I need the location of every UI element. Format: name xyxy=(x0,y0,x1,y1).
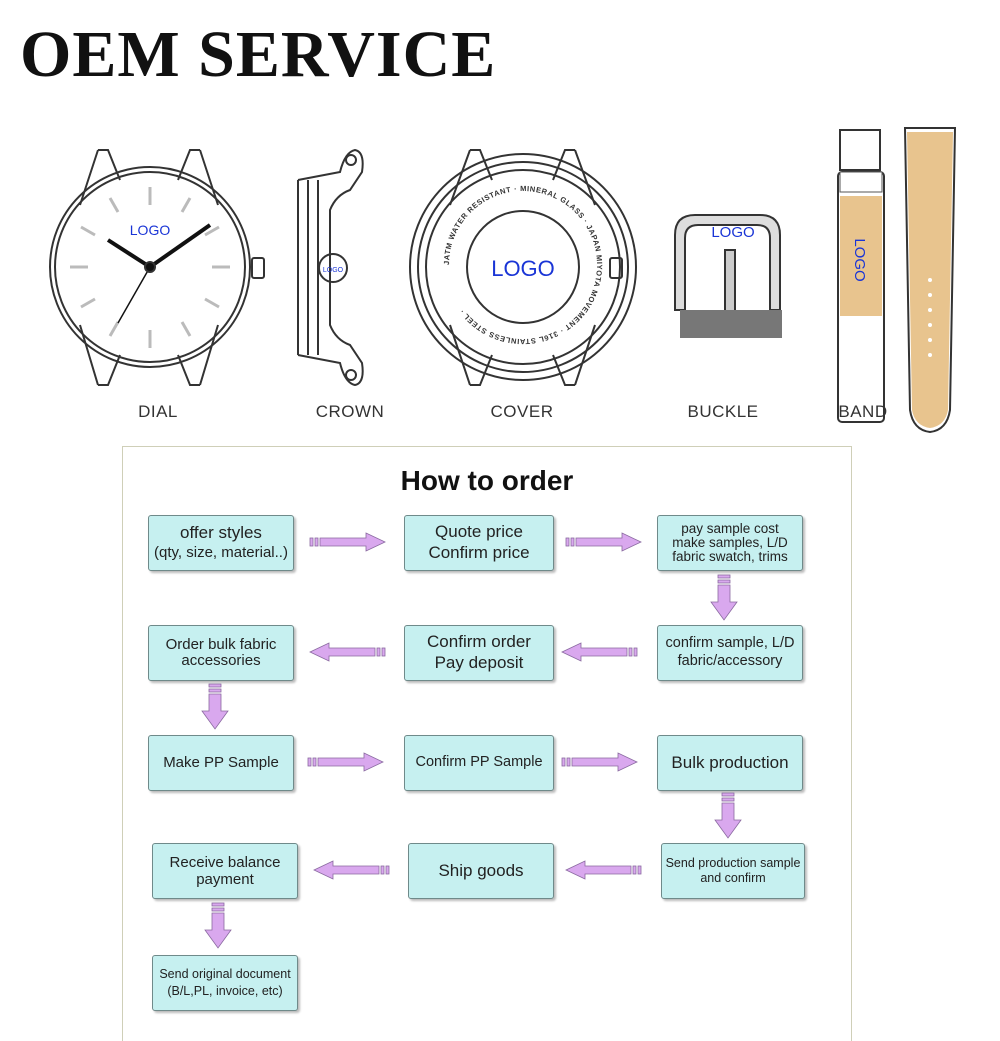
step-text: Bulk production xyxy=(671,752,789,772)
arrow-right-icon xyxy=(565,532,642,552)
step-text: Send production sample xyxy=(665,855,801,870)
arrow-down-icon xyxy=(204,902,232,949)
arrow-down-icon xyxy=(201,683,229,730)
part-label-band: BAND xyxy=(838,402,888,421)
how-to-order-panel: How to order offer styles(qty, size, mat… xyxy=(122,446,852,1041)
step-text: accessories xyxy=(181,652,261,669)
part-label-crown: CROWN xyxy=(315,402,385,421)
crown-logo-text: LOGO xyxy=(323,267,344,274)
watch-parts-illustration: LOGO LOGO LOGO LOGO LOGO JATM WATER RESI… xyxy=(49,127,957,434)
step-confirm-pp-sample: Confirm PP Sample xyxy=(404,735,554,791)
arrow-left-icon xyxy=(309,642,386,662)
step-text: Confirm order xyxy=(427,632,531,652)
step-send-original-document: Send original document (B/L,PL, invoice, … xyxy=(152,955,298,1011)
step-text: fabric swatch, trims xyxy=(672,549,788,565)
arrow-right-icon xyxy=(307,752,384,772)
arrow-left-icon xyxy=(561,642,638,662)
dial-watch-icon xyxy=(49,149,265,386)
step-text: (qty, size, material..) xyxy=(154,544,288,562)
arrow-right-icon xyxy=(561,752,638,772)
step-text: Receive balance xyxy=(169,853,281,871)
part-label-dial: DIAL xyxy=(138,402,178,421)
step-text: Confirm price xyxy=(428,543,530,562)
band-logo-text: LOGO xyxy=(851,238,868,281)
arrow-down-icon xyxy=(714,792,742,839)
step-text: Pay deposit xyxy=(434,653,524,672)
part-label-buckle: BUCKLE xyxy=(687,402,759,421)
step-text: Ship goods xyxy=(438,860,524,880)
arrow-down-icon xyxy=(710,574,738,621)
dial-logo-text: LOGO xyxy=(130,222,171,238)
step-offer-styles: offer styles(qty, size, material..) xyxy=(148,515,294,571)
crown-side-icon xyxy=(297,148,364,387)
step-text: payment xyxy=(196,871,254,888)
part-label-cover: COVER xyxy=(490,402,554,421)
step-text: Send original document xyxy=(159,967,291,982)
step-make-pp-sample: Make PP Sample xyxy=(148,735,294,791)
cover-logo-text: LOGO xyxy=(491,256,555,281)
step-text: and confirm xyxy=(700,871,766,885)
band-icon xyxy=(837,127,957,434)
arrow-right-icon xyxy=(309,532,386,552)
how-to-order-title: How to order xyxy=(400,465,574,496)
step-text: (B/L,PL, invoice, etc) xyxy=(167,984,283,998)
page-title: OEM SERVICE xyxy=(20,18,497,91)
step-text: fabric/accessory xyxy=(677,653,783,669)
step-text: confirm sample, L/D xyxy=(665,635,795,652)
step-text: pay sample cost xyxy=(681,520,779,536)
step-text: offer styles xyxy=(180,523,262,543)
buckle-logo-text: LOGO xyxy=(711,224,754,241)
step-text: Make PP Sample xyxy=(163,753,279,771)
step-text: Confirm PP Sample xyxy=(415,754,543,771)
arrow-left-icon xyxy=(313,860,390,880)
step-bulk-production: Bulk production xyxy=(657,735,803,791)
step-ship-goods: Ship goods xyxy=(408,843,554,899)
cover-back-icon xyxy=(409,149,637,386)
step-text: Order bulk fabric xyxy=(165,635,277,653)
step-text: Quote price xyxy=(435,522,523,542)
step-text: make samples, L/D xyxy=(672,534,788,550)
arrow-left-icon xyxy=(565,860,642,880)
